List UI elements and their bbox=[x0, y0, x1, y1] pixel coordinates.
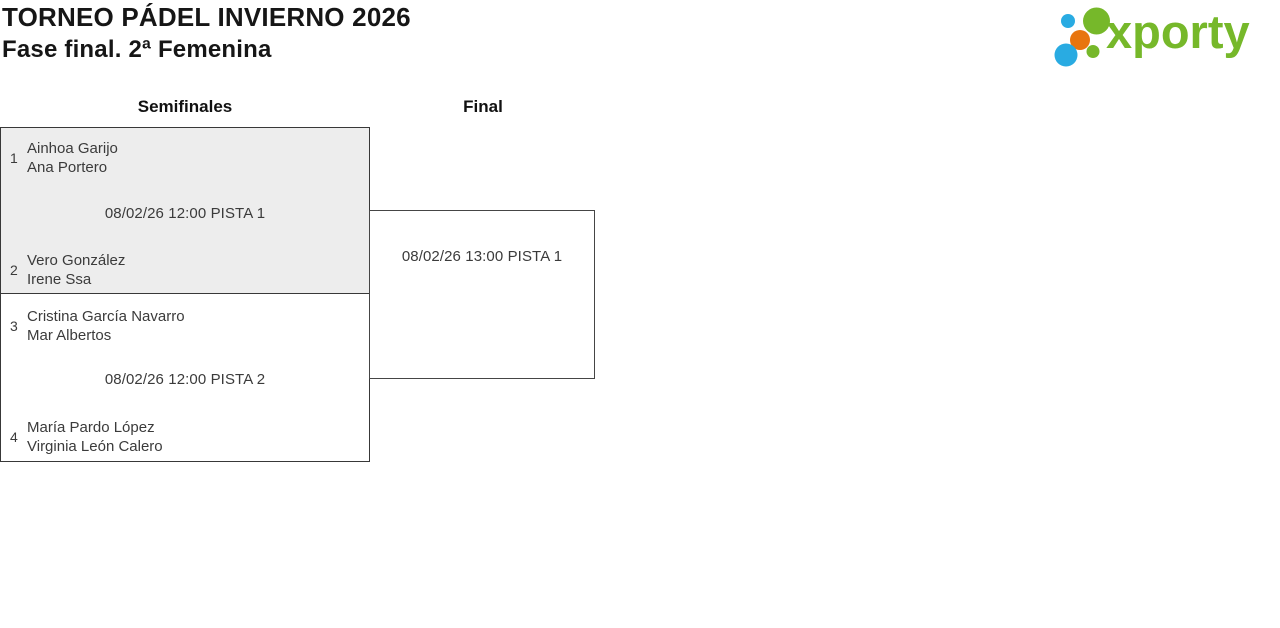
match-box-final[interactable]: 08/02/26 13:00 PISTA 1 bbox=[369, 210, 595, 379]
team-slot: 3 Cristina García Navarro Mar Albertos bbox=[7, 307, 363, 345]
player-name: María Pardo López bbox=[27, 419, 155, 436]
team-slot: 4 María Pardo López Virginia León Calero bbox=[7, 418, 363, 456]
match-schedule: 08/02/26 12:00 PISTA 1 bbox=[104, 205, 266, 222]
player-name: Ainhoa Garijo bbox=[27, 140, 118, 157]
seed-number: 3 bbox=[10, 318, 18, 334]
title-block: TORNEO PÁDEL INVIERNO 2026 Fase final. 2… bbox=[2, 1, 411, 65]
logo-dot-orange bbox=[1070, 30, 1090, 50]
seed-number: 1 bbox=[10, 150, 18, 166]
xporty-logo[interactable]: xporty bbox=[1048, 3, 1280, 68]
seed-number: 4 bbox=[10, 429, 18, 445]
team-players: Cristina García Navarro Mar Albertos bbox=[27, 307, 185, 345]
logo-dot-blue-small bbox=[1061, 14, 1075, 28]
logo-dot-green-small bbox=[1086, 45, 1100, 58]
logo-text: xporty bbox=[1106, 5, 1250, 58]
player-name: Cristina García Navarro bbox=[27, 308, 185, 325]
player-name: Irene Ssa bbox=[27, 271, 92, 288]
page-title: TORNEO PÁDEL INVIERNO 2026 bbox=[2, 2, 411, 32]
page-subtitle: Fase final. 2ª Femenina bbox=[2, 36, 272, 63]
match-box-semifinal-1[interactable]: 1 Ainhoa Garijo Ana Portero 08/02/26 12:… bbox=[0, 127, 370, 294]
logo-dot-blue-large bbox=[1054, 43, 1078, 67]
logo-dot-green-large bbox=[1083, 7, 1110, 35]
team-slot: 2 Vero González Irene Ssa bbox=[7, 251, 363, 289]
seed-number: 2 bbox=[10, 262, 18, 278]
match-schedule: 08/02/26 12:00 PISTA 2 bbox=[104, 371, 266, 388]
player-name: Mar Albertos bbox=[27, 327, 112, 344]
round-header-final: Final bbox=[463, 97, 503, 116]
xporty-logo-graphic: xporty bbox=[1054, 5, 1250, 67]
team-players: Vero González Irene Ssa bbox=[27, 251, 125, 289]
match-schedule: 08/02/26 13:00 PISTA 1 bbox=[401, 248, 563, 265]
round-header-semifinales: Semifinales bbox=[137, 97, 233, 116]
team-players: María Pardo López Virginia León Calero bbox=[27, 418, 163, 456]
team-players: Ainhoa Garijo Ana Portero bbox=[27, 139, 118, 177]
team-slot: 1 Ainhoa Garijo Ana Portero bbox=[7, 139, 363, 177]
match-box-semifinal-2[interactable]: 3 Cristina García Navarro Mar Albertos 0… bbox=[0, 293, 370, 462]
player-name: Virginia León Calero bbox=[27, 438, 163, 455]
player-name: Vero González bbox=[27, 252, 126, 269]
player-name: Ana Portero bbox=[27, 159, 108, 176]
